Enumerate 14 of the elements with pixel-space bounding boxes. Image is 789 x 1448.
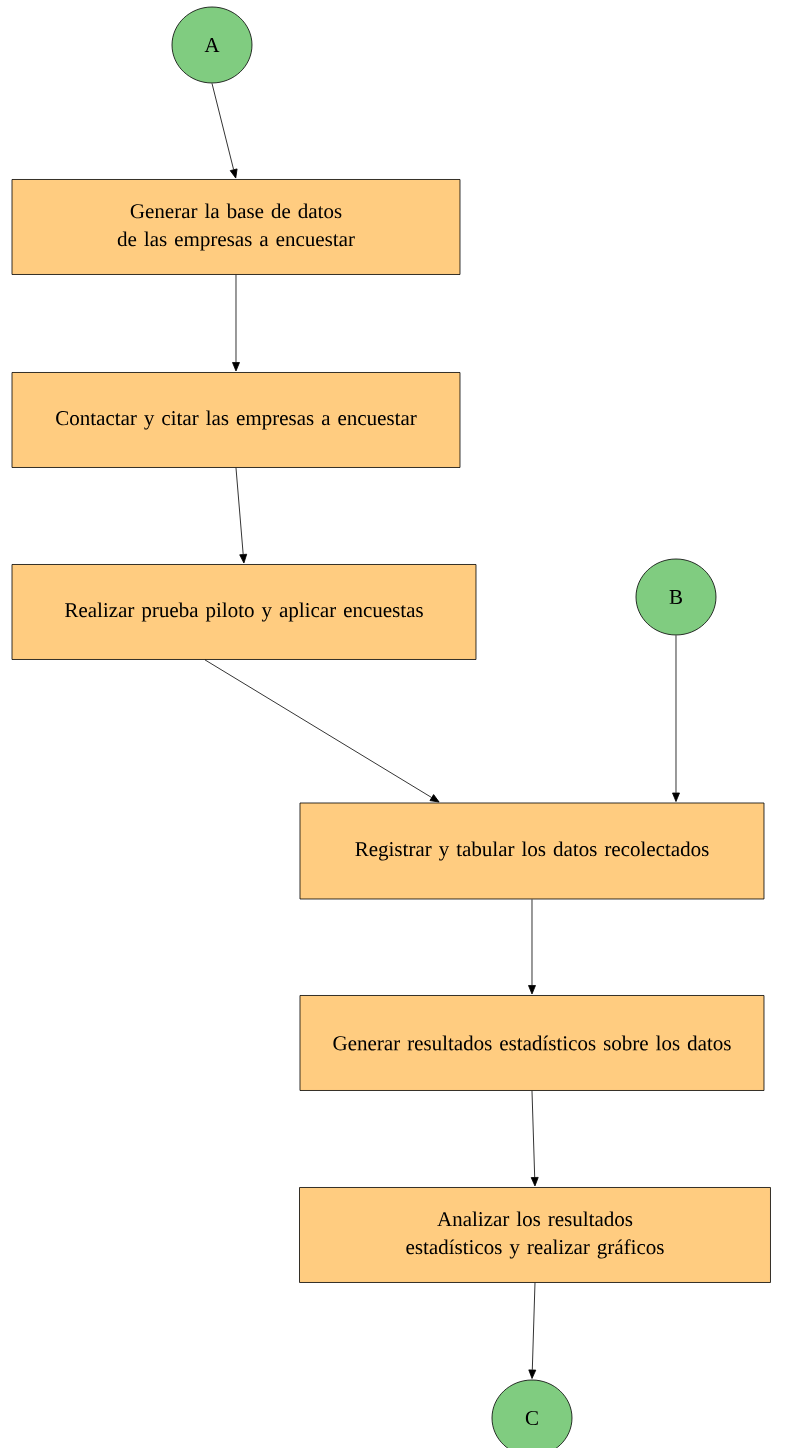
arrow xyxy=(528,899,536,995)
arrow xyxy=(528,1282,537,1379)
arrow xyxy=(672,635,680,802)
process-box: Analizar los resultados estadísticos y realizar gráficos xyxy=(299,1187,771,1283)
arrow xyxy=(211,83,238,179)
arrow xyxy=(232,274,240,372)
process-box: Generar resultados estadísticos sobre los datos xyxy=(299,995,765,1091)
arrow xyxy=(204,659,440,803)
process-box: Generar la base de datos de las empresas a encuestar xyxy=(11,179,461,275)
process-box: Registrar y tabular los datos recolectados xyxy=(299,802,765,900)
arrow xyxy=(235,467,248,564)
process-box: Contactar y citar las empresas a encuestar xyxy=(11,372,461,468)
arrow xyxy=(530,1090,539,1187)
process-box: Realizar prueba piloto y aplicar encuestas xyxy=(11,564,477,660)
